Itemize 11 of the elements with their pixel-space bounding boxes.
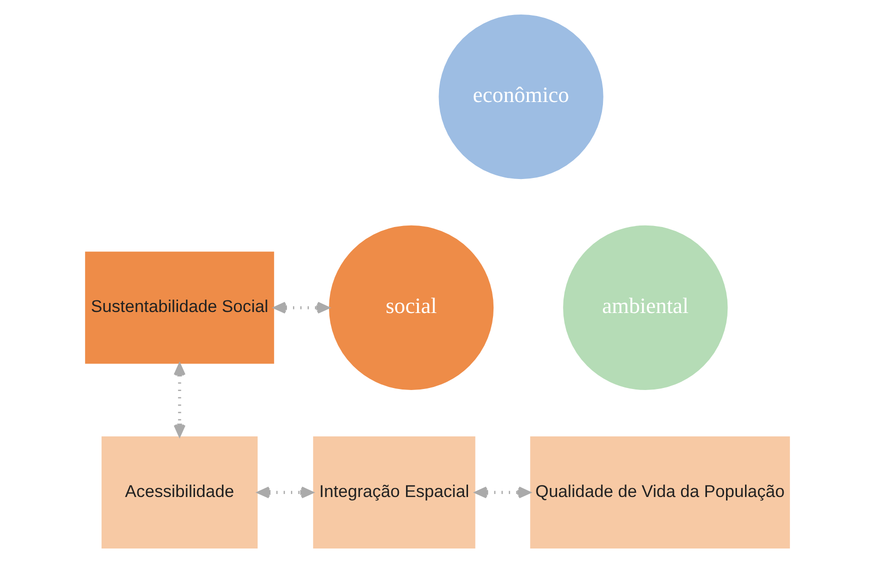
arrow xyxy=(174,364,186,436)
node-box: Integração Espacial xyxy=(310,434,478,551)
node-circle: econômico xyxy=(436,12,606,182)
node-circle: social xyxy=(326,222,496,392)
node-circle: ambiental xyxy=(560,222,730,392)
arrow xyxy=(258,486,313,498)
arrow xyxy=(274,302,330,314)
node-box: Acessibilidade xyxy=(99,434,260,551)
node-box: Sustentabilidade Social xyxy=(82,249,277,366)
arrow xyxy=(475,486,530,498)
node-box: Qualidade de Vida da População xyxy=(528,434,792,551)
